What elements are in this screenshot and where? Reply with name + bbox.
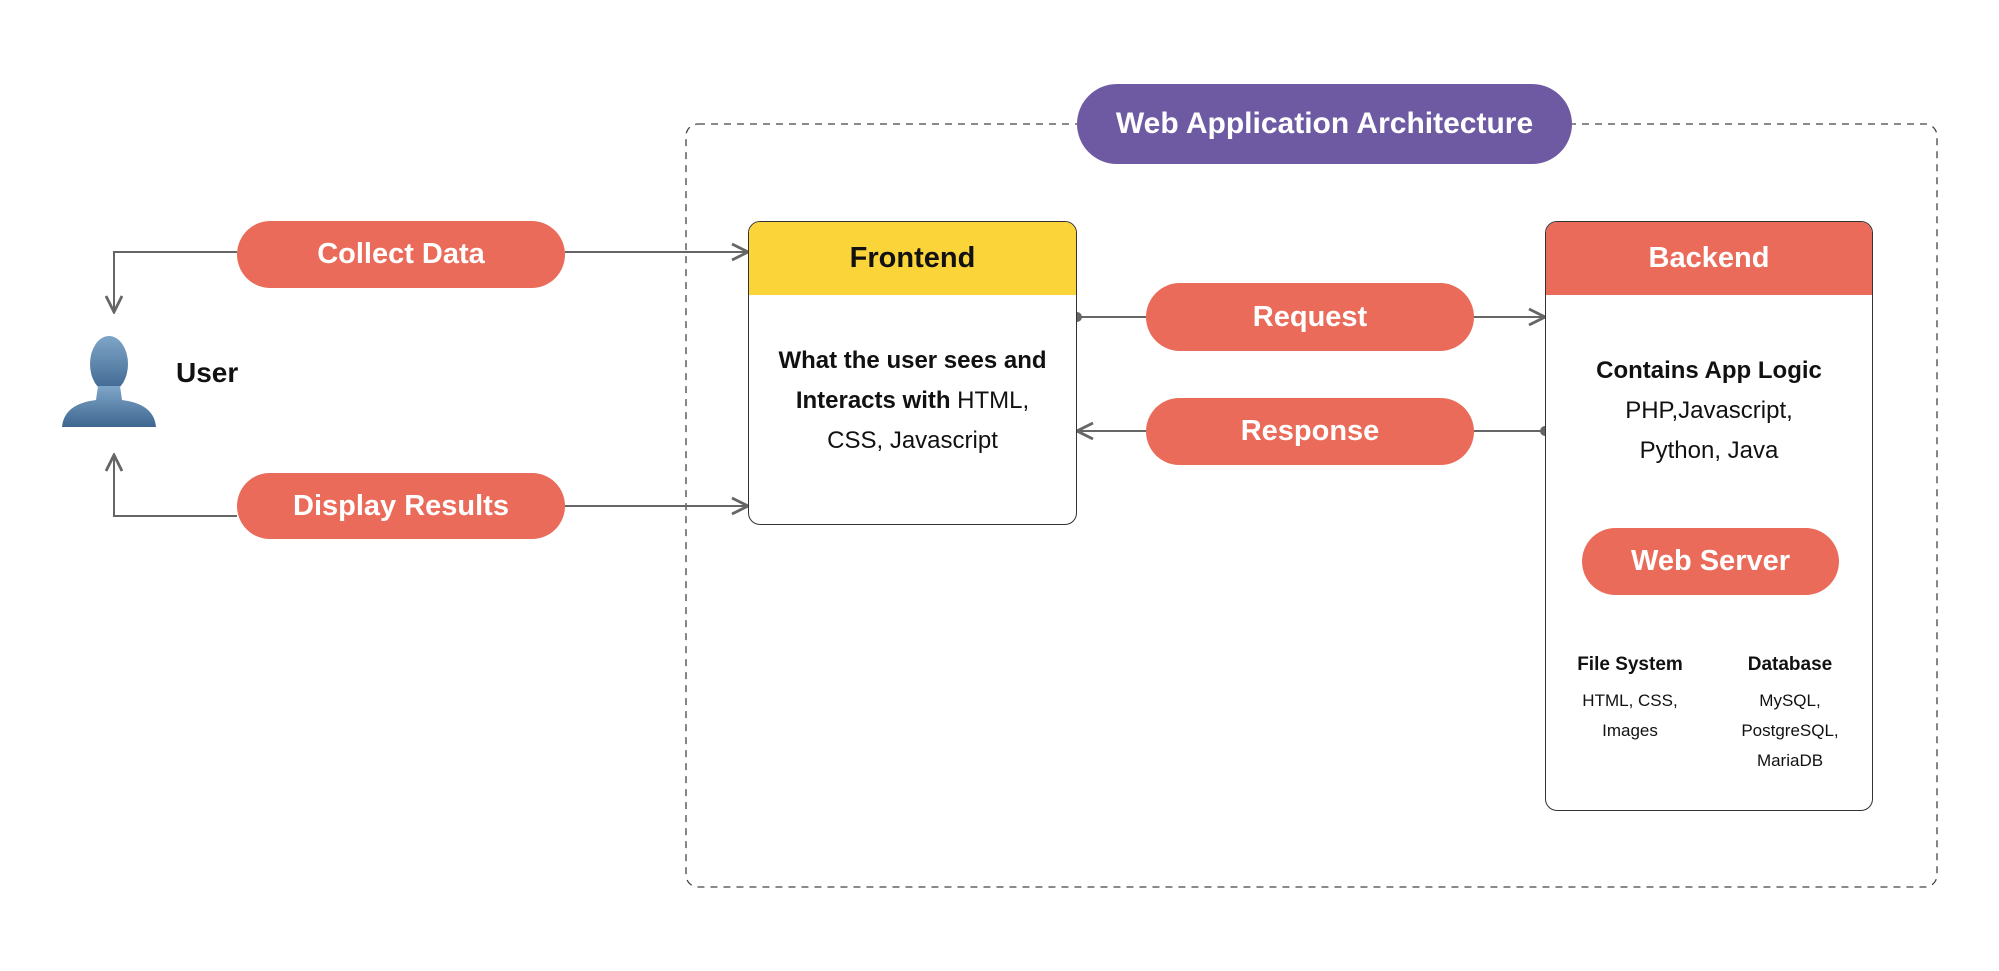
request-pill: Request [1146, 283, 1474, 351]
backend-header: Backend [1546, 222, 1872, 295]
database-line-2: PostgreSQL, [1741, 721, 1839, 740]
frontend-desc-line-2: Interacts with HTML, [749, 381, 1076, 421]
diagram-title: Web Application Architecture [1115, 107, 1534, 140]
frontend-header: Frontend [749, 222, 1076, 295]
frontend-desc-bold: Interacts with [795, 387, 951, 414]
display-to-user-arrow [114, 455, 237, 517]
frontend-description: What the user sees and Interacts with HT… [749, 341, 1076, 461]
file-system-block: File System HTML, CSS, Images [1550, 654, 1710, 746]
database-line-3: MariaDB [1756, 751, 1824, 770]
frontend-desc-line-1: What the user sees and [778, 347, 1047, 374]
backend-box: Backend Contains App Logic PHP,Javascrip… [1545, 221, 1873, 811]
frontend-desc-normal: HTML, [950, 387, 1030, 414]
frontend-box: Frontend What the user sees and Interact… [748, 221, 1077, 525]
database-block: Database MySQL, PostgreSQL, MariaDB [1710, 654, 1870, 776]
collect-to-user-arrow [114, 251, 237, 312]
user-icon [62, 334, 157, 427]
display-results-pill: Display Results [237, 473, 565, 539]
backend-logic-title: Contains App Logic [1596, 357, 1822, 384]
collect-data-pill: Collect Data [237, 221, 565, 288]
database-title: Database [1747, 654, 1833, 675]
file-system-title: File System [1577, 654, 1683, 675]
response-pill: Response [1146, 398, 1474, 465]
backend-logic-line-2: Python, Java [1639, 437, 1779, 464]
web-server-pill: Web Server [1582, 528, 1839, 595]
frontend-desc-line-3: CSS, Javascript [827, 427, 998, 454]
file-system-line-1: HTML, CSS, [1582, 691, 1678, 710]
user-label: User [176, 357, 239, 388]
backend-logic: Contains App Logic PHP,Javascript, Pytho… [1546, 351, 1872, 471]
backend-logic-line-1: PHP,Javascript, [1625, 397, 1793, 424]
database-line-1: MySQL, [1759, 691, 1821, 710]
file-system-line-2: Images [1602, 721, 1658, 740]
title-pill: Web Application Architecture [1077, 84, 1572, 164]
